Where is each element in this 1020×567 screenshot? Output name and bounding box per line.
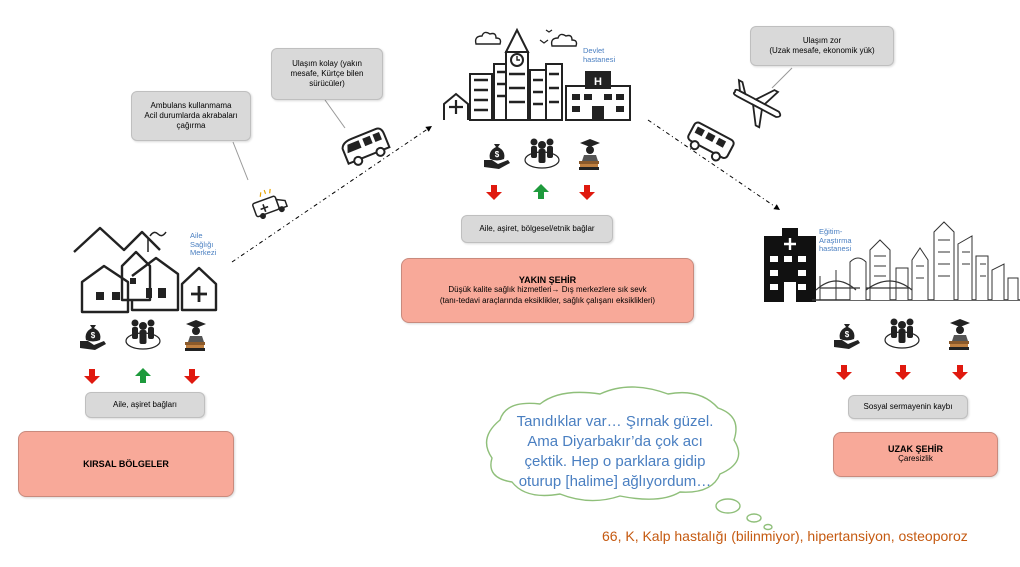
decrease-arrow	[486, 185, 502, 200]
village-icon	[73, 226, 218, 314]
near-indicators	[484, 137, 600, 200]
city-skyline-icon	[443, 27, 578, 121]
people-group-icon	[524, 137, 560, 169]
ambulance-icon	[252, 188, 289, 219]
near-city-region-box: YAKIN ŞEHİR Düşük kalite sağlık hizmetle…	[401, 258, 694, 323]
decrease-arrow	[836, 365, 852, 380]
thought-cloud	[485, 386, 773, 531]
graduate-books-icon	[949, 319, 970, 350]
far-city-region-box: UZAK ŞEHİR Çaresizlik	[833, 432, 998, 477]
far-ties-box: Sosyal sermayenin kaybı	[848, 395, 968, 419]
money-hand-icon	[80, 325, 106, 350]
far-indicators	[834, 317, 970, 380]
money-hand-icon	[834, 324, 860, 349]
graduate-books-icon	[579, 139, 600, 170]
decrease-arrow	[84, 369, 100, 384]
graduate-books-icon	[185, 320, 206, 351]
city-skyline-icon	[812, 221, 1020, 301]
decrease-arrow	[895, 365, 911, 380]
decrease-arrow	[184, 369, 200, 384]
minibus-icon	[341, 127, 391, 166]
transport-hard-callout: Ulaşım zor(Uzak mesafe, ekonomik yük)	[750, 26, 894, 66]
hospital-icon: H	[565, 71, 631, 121]
rural-region-box: KIRSAL BÖLGELER	[18, 431, 234, 497]
decrease-arrow	[579, 185, 595, 200]
increase-arrow	[533, 184, 549, 199]
decrease-arrow	[952, 365, 968, 380]
increase-arrow	[135, 368, 151, 383]
money-hand-icon	[484, 144, 510, 169]
people-group-icon	[884, 317, 920, 349]
airplane-icon	[732, 78, 782, 129]
people-group-icon	[125, 318, 161, 350]
patient-quote: Tanıdıklar var… Şırnak güzel. Ama Diyarb…	[516, 413, 714, 490]
patient-info: 66, K, Kalp hastalığı (bilinmiyor), hipe…	[602, 528, 968, 544]
svg-text:H: H	[594, 76, 602, 88]
hospital-icon	[764, 228, 816, 302]
rural-indicators	[80, 318, 206, 384]
near-ties-box: Aile, aşiret, bölgesel/etnik bağlar	[461, 215, 613, 243]
bus-icon	[687, 121, 735, 162]
rural-ties-box: Aile, aşiret bağları	[85, 392, 205, 418]
